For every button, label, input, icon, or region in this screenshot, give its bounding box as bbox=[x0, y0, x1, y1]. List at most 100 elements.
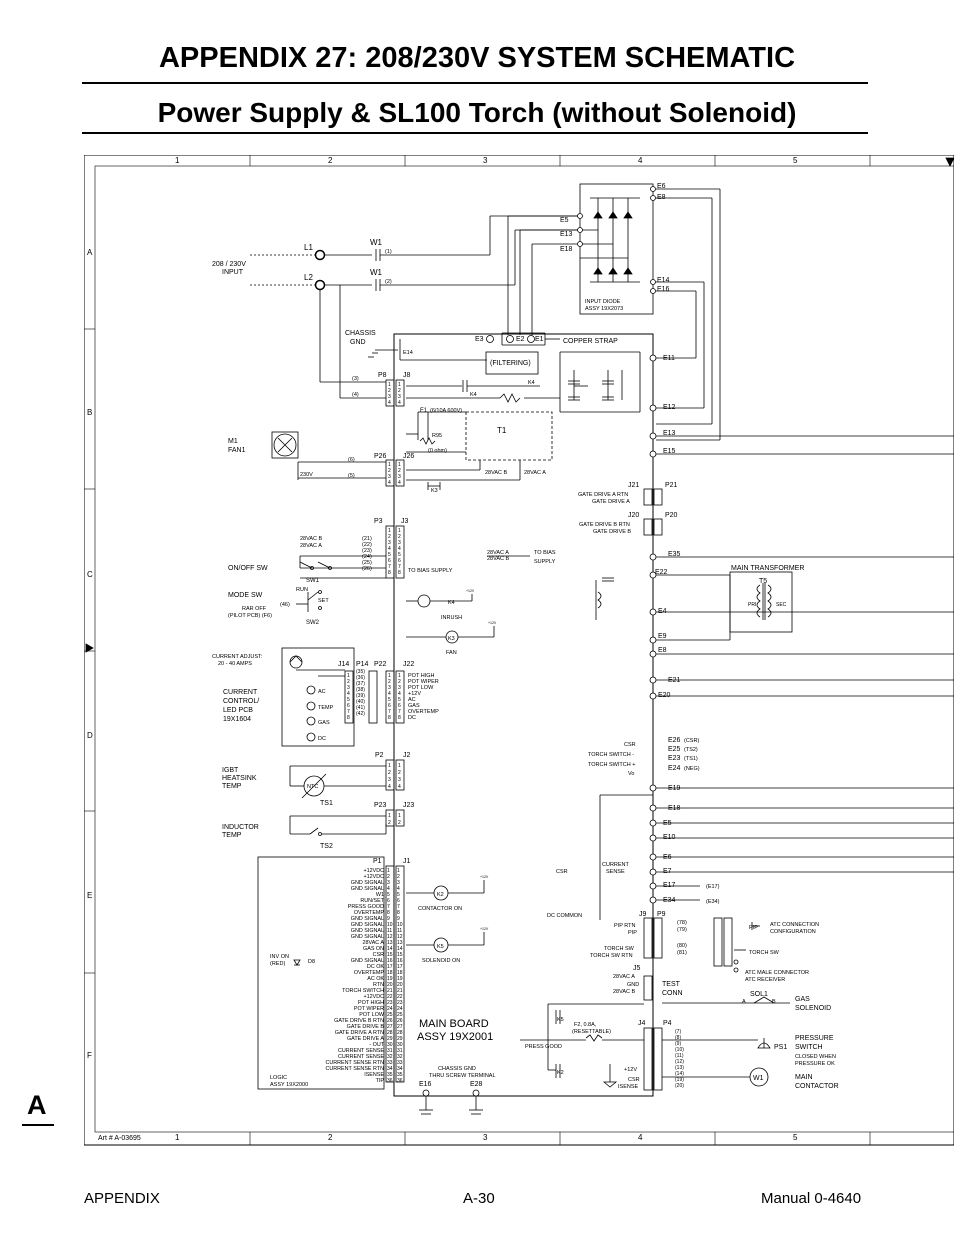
led-temp: TEMP bbox=[318, 705, 334, 711]
footer-page-number: A-30 bbox=[463, 1190, 495, 1207]
inductor-label-1: INDUCTOR bbox=[222, 824, 259, 831]
p14-w39: (39) bbox=[356, 693, 365, 699]
to-bias-supply: TO BIAS SUPPLY bbox=[408, 568, 453, 574]
p1-pin-number: 28 bbox=[387, 1030, 393, 1036]
p4-wires: (7)(8)(9)(10)(11)(12)(13)(14)(19)(20) bbox=[675, 1029, 684, 1089]
svg-text:3: 3 bbox=[398, 540, 401, 546]
col-2-bottom: 2 bbox=[328, 1133, 333, 1142]
svg-text:1: 1 bbox=[388, 763, 391, 769]
p1-signal: POT LOW bbox=[359, 1012, 385, 1018]
term-e5: E5 bbox=[663, 820, 672, 827]
col-2-top: 2 bbox=[328, 156, 333, 165]
p1-pin-number: 21 bbox=[387, 988, 393, 994]
p1-pin-number: 19 bbox=[387, 976, 393, 982]
sol1-label: SOL1 bbox=[750, 991, 768, 998]
p1-pin-number: 9 bbox=[387, 916, 390, 922]
main-transformer bbox=[729, 571, 793, 633]
p1-pin-number: 23 bbox=[387, 1000, 393, 1006]
pressure-label: PRESSURE bbox=[795, 1035, 834, 1042]
row-b: B bbox=[87, 408, 92, 417]
grid-ticks bbox=[84, 155, 871, 1145]
e26-wire: (CSR) bbox=[684, 738, 699, 744]
k5-coil: K5 bbox=[437, 944, 444, 950]
k2-contact: K2 bbox=[557, 1070, 564, 1076]
inrush-label: INRUSH bbox=[441, 615, 462, 621]
closed-when: CLOSED WHEN bbox=[795, 1054, 836, 1060]
p14-w40: (40) bbox=[356, 699, 365, 705]
p1-pin-number: 1 bbox=[387, 868, 390, 874]
solenoid-label: SOLENOID bbox=[795, 1005, 831, 1012]
p4-wire: (11) bbox=[675, 1053, 684, 1059]
p14-w35: (35) bbox=[356, 669, 365, 675]
j9-label: J9 bbox=[639, 911, 647, 918]
torch-sw-atc: TORCH SW bbox=[749, 950, 780, 956]
p1-signal: W1 bbox=[376, 892, 384, 898]
wire-79: (79) bbox=[677, 927, 687, 933]
p14-w37: (37) bbox=[356, 681, 365, 687]
igbt-label-3: TEMP bbox=[222, 783, 242, 790]
led-ac: AC bbox=[318, 689, 326, 695]
p4-wire: (14) bbox=[675, 1071, 684, 1077]
section-letter: A bbox=[27, 1090, 47, 1120]
vac28b-label: 28VAC B bbox=[485, 470, 508, 476]
p1-pin-number: 27 bbox=[387, 1024, 393, 1030]
bottom-grounds bbox=[419, 1089, 483, 1115]
section-letter-rule bbox=[22, 1124, 54, 1126]
igbt-label-2: HEATSINK bbox=[222, 775, 257, 782]
j1-pin-number: 27 bbox=[397, 1024, 403, 1030]
svg-text:5: 5 bbox=[388, 552, 391, 558]
csr-sense: CSR bbox=[556, 869, 568, 875]
row-e: E bbox=[87, 891, 92, 900]
svg-text:2: 2 bbox=[398, 388, 401, 394]
p1-pin-number: 3 bbox=[387, 880, 390, 886]
svg-text:3: 3 bbox=[388, 777, 391, 783]
fan1-label: FAN1 bbox=[228, 447, 246, 454]
ntc-label: NTC bbox=[307, 784, 318, 790]
row-c: C bbox=[87, 570, 93, 579]
p14-w42: (42) bbox=[356, 711, 365, 717]
r95-value: (0 ohm) bbox=[428, 448, 447, 454]
j26-label: J26 bbox=[403, 453, 414, 460]
j8-label: J8 bbox=[403, 372, 411, 379]
j1-pin-number: 24 bbox=[397, 1006, 403, 1012]
sw2-label: SW2 bbox=[306, 620, 320, 626]
t1-label: T1 bbox=[497, 426, 507, 435]
svg-text:2: 2 bbox=[388, 770, 391, 776]
diode-e8: E8 bbox=[657, 194, 666, 201]
e3-label: E3 bbox=[475, 336, 484, 343]
l1-label: L1 bbox=[304, 243, 313, 252]
p4-wire: (8) bbox=[675, 1035, 681, 1041]
svg-text:6: 6 bbox=[398, 703, 401, 709]
svg-text:2: 2 bbox=[398, 770, 401, 776]
p1-signal: +12VDC bbox=[363, 868, 384, 874]
frame-inner bbox=[94, 165, 954, 1133]
k3-contact: K3 bbox=[431, 488, 438, 494]
k5-contact: K5 bbox=[557, 1017, 564, 1023]
main-transformer-label: MAIN TRANSFORMER bbox=[731, 565, 804, 572]
p1-pin-number: 32 bbox=[387, 1054, 393, 1060]
j22-label: J22 bbox=[403, 661, 414, 668]
p3-w25: (25) bbox=[362, 560, 372, 566]
gnd-label: GND bbox=[350, 339, 366, 346]
p1-pin-number: 25 bbox=[387, 1012, 393, 1018]
wire-78: (78) bbox=[677, 920, 687, 926]
pip-rtn: PIP RTN bbox=[614, 923, 636, 929]
set-label: SET bbox=[318, 598, 329, 604]
torch-sw: TORCH SW bbox=[604, 946, 635, 952]
col-5-top: 5 bbox=[793, 156, 798, 165]
supply-label: SUPPLY bbox=[534, 559, 556, 565]
svg-text:2: 2 bbox=[398, 820, 401, 826]
p1-signal: GND SIGNAL bbox=[351, 958, 384, 964]
p1-signal: GND SIGNAL bbox=[351, 916, 384, 922]
isense-j4: ISENSE bbox=[618, 1084, 639, 1090]
p4-wire: (13) bbox=[675, 1065, 684, 1071]
plus12-j4: +12V bbox=[624, 1067, 637, 1073]
svg-text:1: 1 bbox=[398, 382, 401, 388]
j1-pin-number: 4 bbox=[397, 886, 400, 892]
svg-text:3: 3 bbox=[398, 394, 401, 400]
wire-1: (1) bbox=[385, 249, 392, 255]
p23-label: P23 bbox=[374, 802, 387, 809]
p1-pin-number: 29 bbox=[387, 1036, 393, 1042]
col-4-bottom: 4 bbox=[638, 1133, 643, 1142]
